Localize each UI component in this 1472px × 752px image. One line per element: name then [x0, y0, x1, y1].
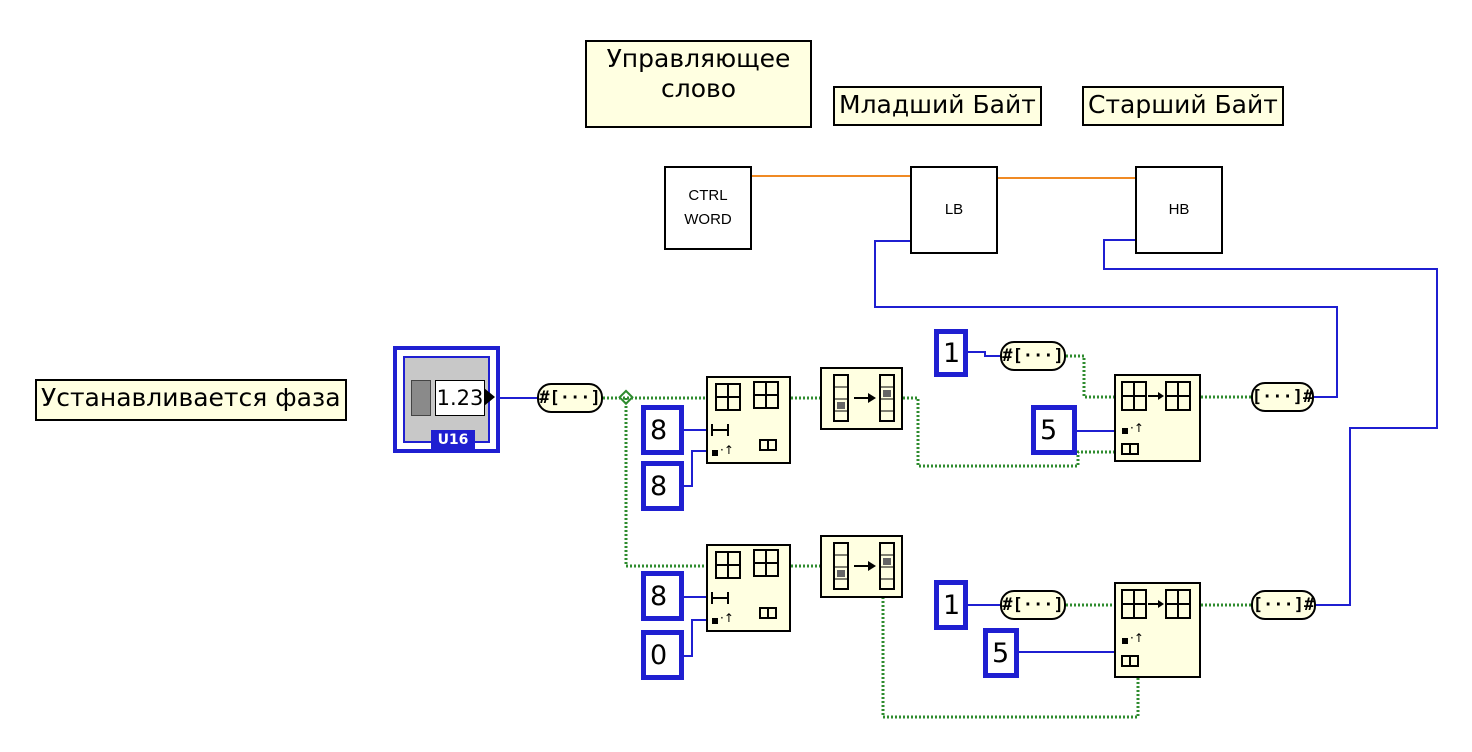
- replace-array-subset-top[interactable]: ·↑: [1114, 374, 1201, 462]
- const-lower-length[interactable]: 0: [641, 630, 684, 680]
- reverse-array-icon: [833, 374, 895, 422]
- bool-wire-branch: [624, 398, 706, 568]
- bool-wire-top-one: [1066, 354, 1114, 399]
- svg-text:·↑: ·↑: [1130, 631, 1144, 645]
- numeric-control-icon: [411, 380, 431, 416]
- svg-text:·↑: ·↑: [1130, 421, 1144, 435]
- control-word-label-line1: Управляющее: [606, 44, 791, 73]
- const-bottom-five[interactable]: 5: [983, 628, 1019, 678]
- svg-text:·↑: ·↑: [720, 611, 734, 625]
- const-lower-offset[interactable]: 8: [641, 571, 684, 621]
- numeric-control-value: 1.23: [435, 380, 485, 416]
- array-subset-upper[interactable]: ·↑: [706, 376, 791, 464]
- bool-wire-bottom-reverse: [881, 597, 1140, 719]
- wire-const-0: [684, 619, 706, 657]
- bool-array-to-num-bottom[interactable]: [···]#: [1251, 590, 1316, 620]
- wire-top-to-lb: [874, 240, 1338, 398]
- low-byte-label: Младший Байт: [833, 86, 1042, 126]
- const-bottom-one[interactable]: 1: [934, 580, 968, 630]
- phase-label: Устанавливается фаза: [35, 379, 347, 421]
- reverse-array-icon: [833, 542, 895, 590]
- replace-array-subset-icon: ·↑: [1121, 381, 1191, 455]
- phase-numeric-control[interactable]: 1.23 U16: [393, 346, 500, 453]
- reverse-array-upper[interactable]: [820, 367, 903, 430]
- numeric-datatype-badge: U16: [431, 430, 475, 450]
- wire-const-8b: [684, 450, 706, 487]
- const-upper-length[interactable]: 8: [641, 461, 684, 511]
- array-subset-icon: ·↑: [711, 381, 779, 457]
- wire-bottom-to-hb: [1103, 239, 1438, 606]
- const-top-one[interactable]: 1: [934, 329, 968, 377]
- const-top-five[interactable]: 5: [1031, 405, 1077, 455]
- bool-array-to-num-top[interactable]: [···]#: [1251, 382, 1314, 412]
- numeric-output-arrow-icon: [484, 388, 495, 406]
- lb-node[interactable]: LB: [910, 166, 998, 254]
- ctrl-word-node[interactable]: CTRL WORD: [664, 166, 752, 250]
- const-upper-offset[interactable]: 8: [641, 405, 684, 455]
- replace-array-subset-bottom[interactable]: ·↑: [1114, 582, 1201, 678]
- ctrl-word-line2: WORD: [684, 211, 732, 228]
- array-subset-icon: ·↑: [711, 549, 779, 625]
- ctrl-word-line1: CTRL: [688, 187, 728, 204]
- wire-top-one: [968, 351, 1000, 357]
- num-to-bool-array-bottom[interactable]: #[···]: [1000, 590, 1066, 620]
- control-word-label: Управляющее слово: [585, 40, 812, 128]
- bool-wire-top-reverse: [903, 396, 1114, 468]
- replace-array-subset-icon: ·↑: [1121, 589, 1191, 667]
- num-to-bool-array-main[interactable]: #[···]: [537, 383, 603, 413]
- num-to-bool-array-top[interactable]: #[···]: [1000, 341, 1066, 371]
- high-byte-label: Старший Байт: [1082, 86, 1284, 126]
- wire-junction: [618, 389, 634, 406]
- reverse-array-lower[interactable]: [820, 535, 903, 598]
- hb-node[interactable]: HB: [1135, 166, 1223, 254]
- svg-text:·↑: ·↑: [720, 443, 734, 457]
- array-subset-lower[interactable]: ·↑: [706, 544, 791, 632]
- control-word-label-line2: слово: [660, 74, 737, 103]
